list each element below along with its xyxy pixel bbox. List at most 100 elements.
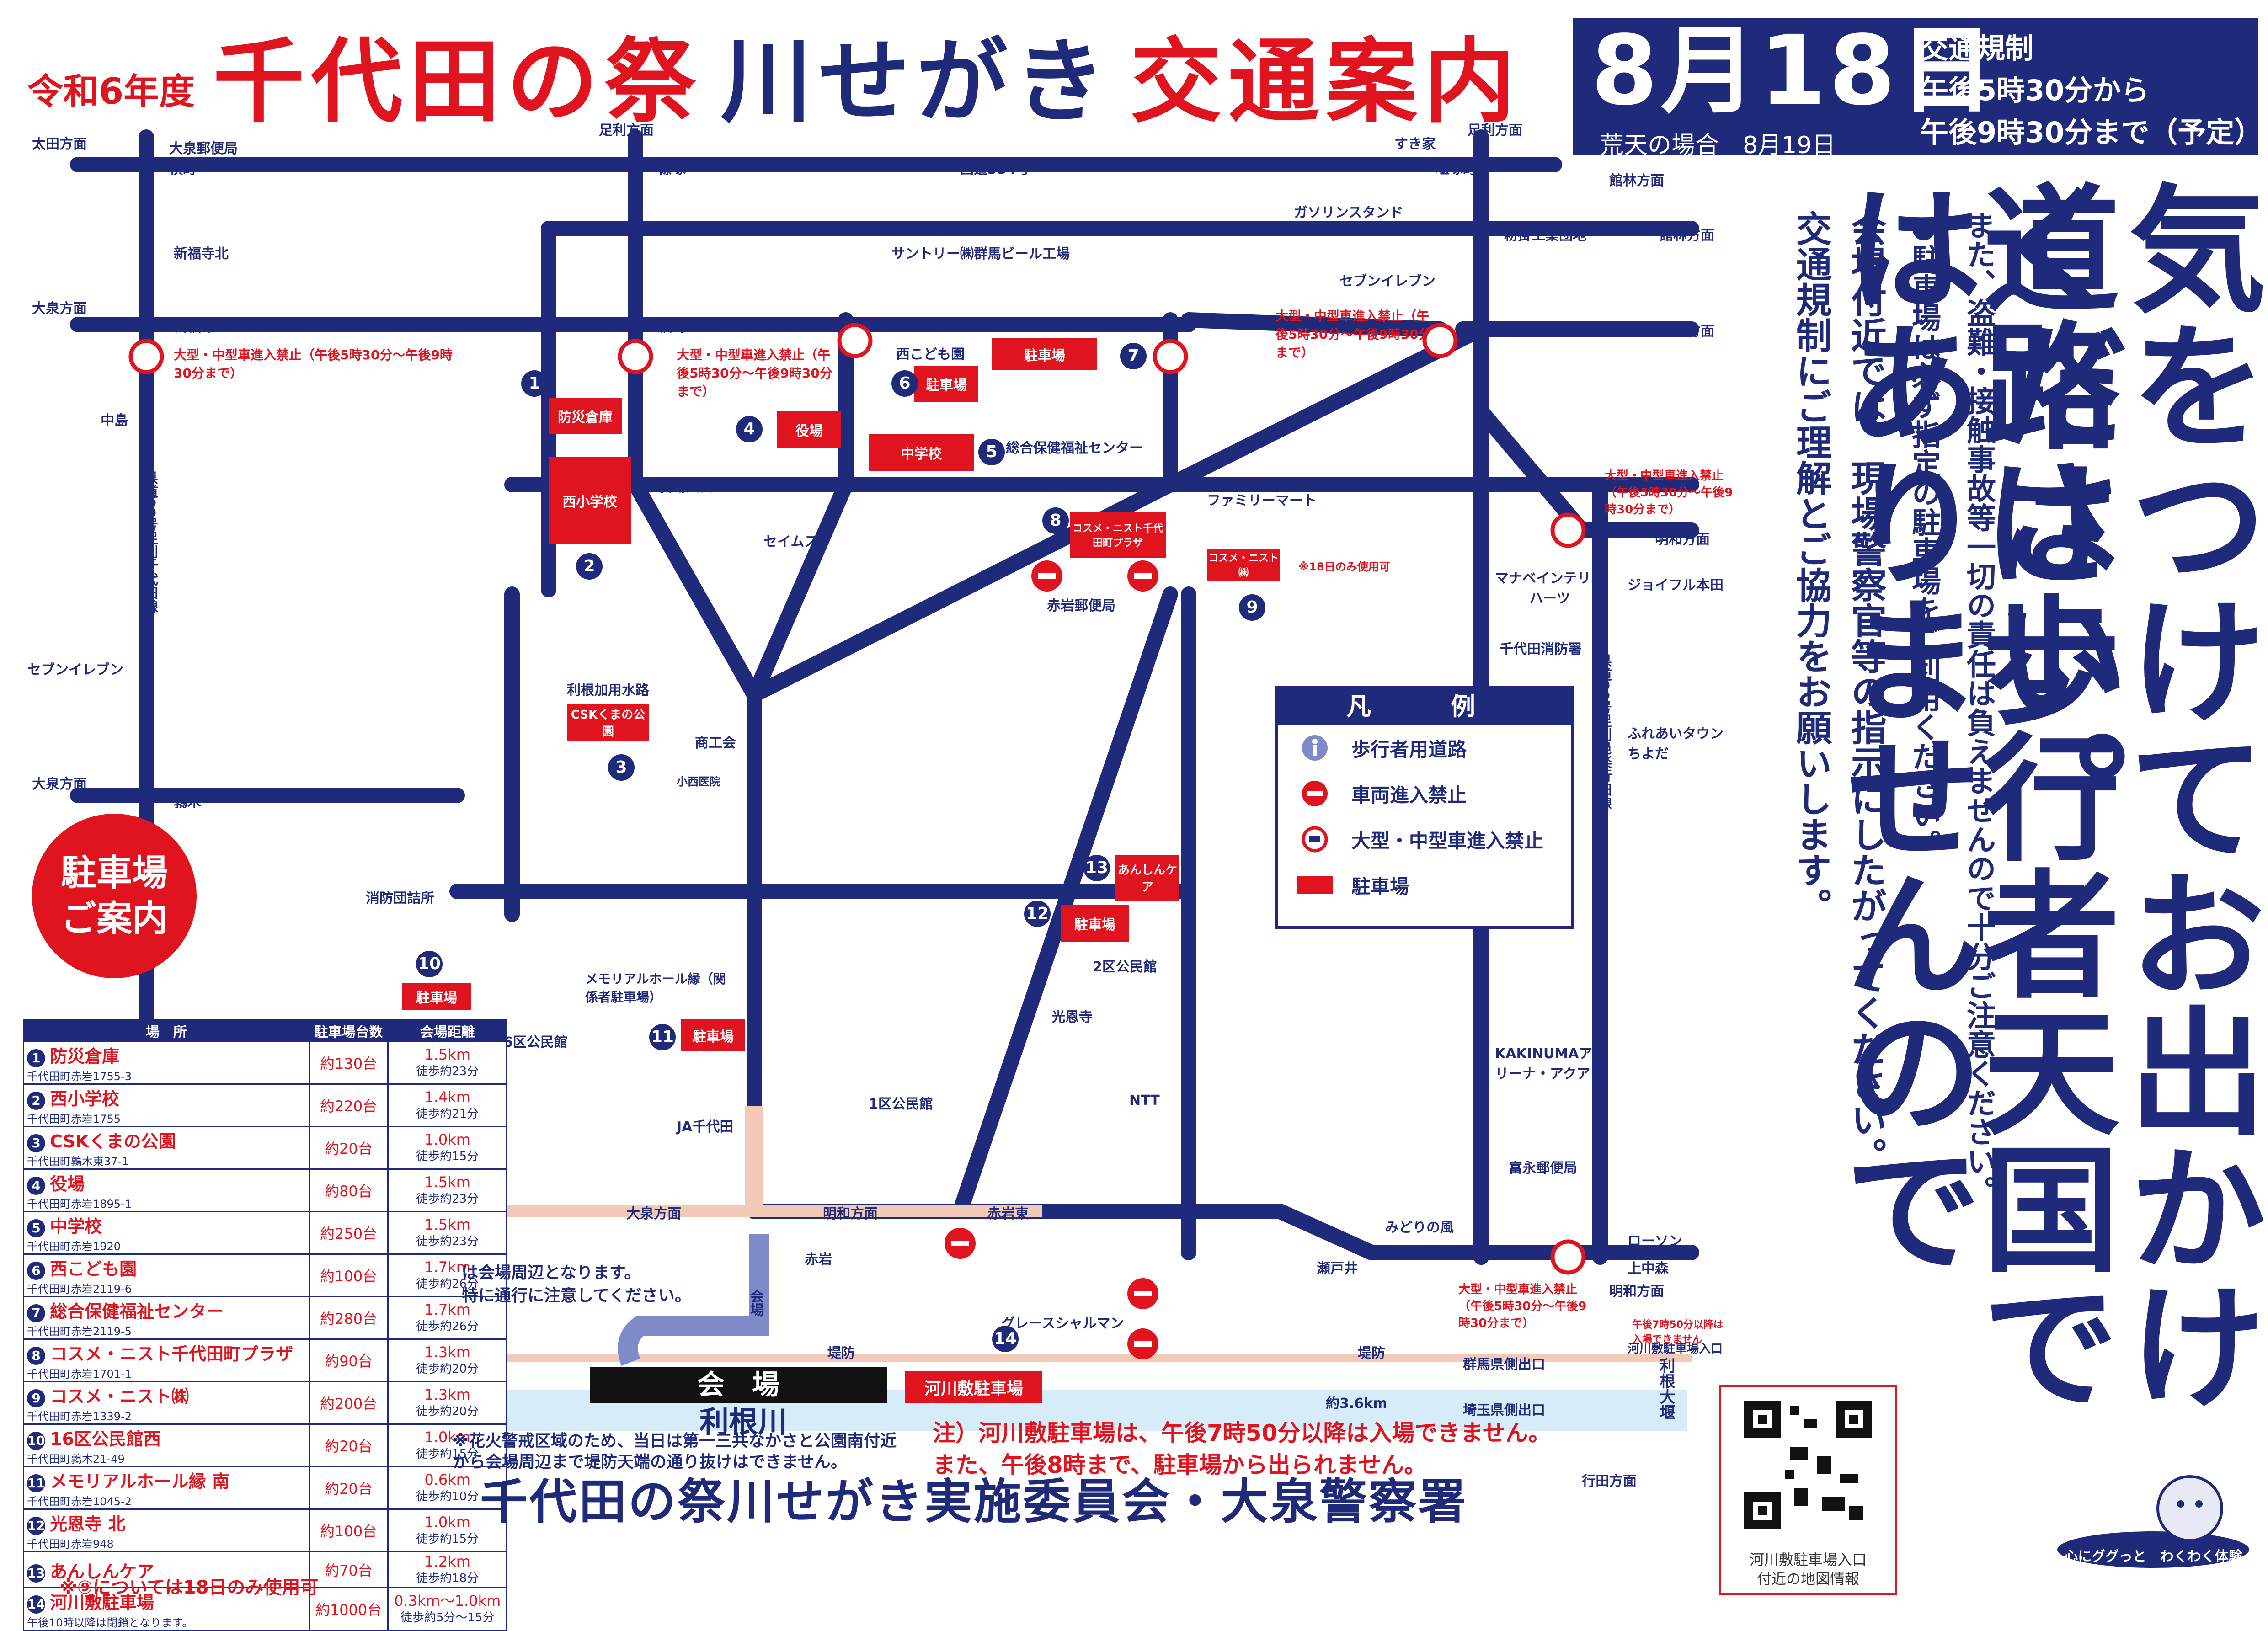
direction-label: 明和方面 [1609, 1284, 1664, 1300]
parking-block-8[interactable]: コスメ・ニスト千代田町プラザ [1070, 512, 1166, 558]
direction-label: 大泉方面 [32, 301, 87, 317]
parking-number: 12 [1024, 901, 1051, 927]
parking-block-13[interactable]: あんしんケア [1115, 855, 1179, 901]
parking-block-4[interactable]: 役場 [777, 411, 841, 448]
parking-capacity: 約20台 [308, 1423, 389, 1467]
parking-capacity: 約80台 [308, 1168, 389, 1212]
title-traffic: 交通案内 [1130, 29, 1522, 135]
parking-number: 2 [576, 553, 603, 580]
parking-block-14[interactable]: 河川敷駐車場 [905, 1371, 1042, 1403]
walk-time: 徒歩約20分 [416, 1362, 479, 1376]
parking-name: CSKくまの公園 [50, 1131, 176, 1151]
parking-block-1[interactable]: 防災倉庫 [549, 398, 622, 434]
legend-item: 車両進入禁止 [1278, 771, 1571, 816]
place-label: ふれあいタウンちよだ [1628, 726, 1724, 762]
place-label: 国道354号 [960, 161, 1030, 177]
row-number: 4 [27, 1177, 45, 1195]
notice-parking: ●駐車場は必ず指定の駐車場をご利用ください。 [1907, 210, 1941, 858]
row-number: 7 [27, 1304, 45, 1322]
kawa-entrance-label: 河川敷駐車場入口 [1628, 1342, 1723, 1356]
direction-label: 大泉方面 [32, 776, 87, 792]
parking-place: 7 総合保健福祉センター千代田町赤岩2119-5 [23, 1296, 310, 1340]
row-number: 3 [27, 1134, 45, 1152]
parking-block-5[interactable]: 中学校 [869, 434, 974, 471]
parking-address: 千代田町赤岩1755-3 [27, 1070, 132, 1083]
restriction-label: 大型・中型車進入禁止（午後5時30分～午後9時30分まで） [677, 347, 832, 399]
venue-label: 会 場 [697, 1369, 779, 1401]
headline-line1: 道路は歩行者天国ではありませんので [1822, 178, 2119, 1412]
legend-label: 歩行者用道路 [1351, 738, 1467, 761]
walk-time: 徒歩約20分 [416, 1404, 479, 1418]
place-label: 西こども園 [896, 346, 965, 362]
place-label: 富永郵便局 [1509, 1160, 1577, 1176]
legend-item: 駐車場 [1278, 862, 1571, 908]
regulation-title: 交通規制 [1920, 32, 2034, 65]
parking-place: 12 光恩寺 北千代田町赤岩948 [23, 1508, 310, 1552]
place-label: KAKINUMAアリーナ・アクア [1495, 1046, 1593, 1082]
parking-name: コスメ・ニスト㈱ [50, 1386, 189, 1407]
headline: 道路は歩行者天国ではありませんので 気をつけてお出かけください。 [1822, 178, 2265, 1458]
place-label: 福島 [658, 319, 686, 335]
parking-block-3[interactable]: CSKくまの公園 [567, 704, 649, 741]
place-label: 利根加用水路 [567, 682, 649, 698]
place-label: 大泉郵便局 [169, 141, 238, 157]
place-label: グレースシャルマン [1001, 1316, 1124, 1332]
parking-place: 10 16区公民館西千代田町鶉木21-49 [23, 1423, 310, 1467]
direction-label: 邑楽方面 [745, 1015, 761, 1070]
parking-place: 3 CSKくまの公園千代田町鶉木東37-1 [23, 1126, 310, 1170]
place-label: サントリー㈱群馬ビール工場 [891, 246, 1070, 262]
place-label: 2区公民館 [1093, 959, 1157, 975]
parking-block-icon [1297, 871, 1333, 899]
parking-number: 1 [521, 370, 548, 397]
parking-block-10[interactable]: 駐車場 [402, 983, 471, 1010]
row-number: 9 [27, 1389, 45, 1407]
parking-block-11[interactable]: 駐車場 [681, 1019, 745, 1051]
parking-name: 役場 [50, 1174, 85, 1194]
parking-capacity: 約220台 [308, 1083, 389, 1127]
parking-number: 5 [978, 439, 1005, 465]
parking-address: 千代田町赤岩1755 [27, 1113, 121, 1125]
parking-number: 3 [608, 754, 635, 781]
parking-name: 16区公民館西 [50, 1429, 161, 1449]
place-label: ジョイフル本田 [1628, 577, 1724, 593]
place-label: 篠塚 [658, 161, 686, 177]
parking-block-12[interactable]: 駐車場 [1061, 905, 1129, 942]
distance-km: 0.3km～1.0km [394, 1592, 501, 1610]
row-number: 14 [27, 1595, 45, 1614]
parking-block-6[interactable]: 駐車場 [914, 366, 978, 402]
date-box: 8月18日 荒天の場合 8月19日 交通規制 午後5時30分から 午後9時30分… [1573, 15, 2263, 159]
qr-caption: 河川敷駐車場入口 付近の地図情報 [1749, 1551, 1867, 1588]
notice-col3: ●駐車場は必ず指定の駐車場をご利用ください。 [1884, 210, 1941, 858]
place-label: ファミリーマート [1207, 493, 1317, 509]
qr-code[interactable]: 河川敷駐車場入口 付近の地図情報 [1719, 1385, 1897, 1595]
parking-capacity: 約100台 [308, 1508, 389, 1552]
walk-time: 徒歩約23分 [416, 1064, 479, 1078]
parking-address: 千代田町鶉木21-49 [27, 1453, 125, 1466]
distance-km: 1.0km [424, 1513, 470, 1531]
walk-time: 徒歩約21分 [416, 1107, 479, 1121]
place-label: 1区公民館 [869, 1096, 933, 1112]
event-date: 8月18日 [1591, 15, 1997, 127]
place-label: ローソン [1628, 1233, 1682, 1249]
parking-place: 11 メモリアルホール縁 南千代田町赤岩1045-2 [23, 1466, 310, 1510]
parking-capacity: 約200台 [308, 1381, 389, 1425]
row-number: 2 [27, 1092, 45, 1110]
place-label: メモリアルホール縁（関係者駐車場） [585, 971, 726, 1005]
kawa-note: 注）河川敷駐車場は、午後7時50分以降は入場できません。 また、午後8時まで、駐… [933, 1420, 1551, 1478]
direction-label: 大泉方面 [626, 1206, 681, 1222]
parking-address: 千代田町赤岩1895-1 [27, 1198, 132, 1210]
parking-block-7[interactable]: 駐車場 [992, 338, 1097, 370]
parking-block-2[interactable]: 西小学校 [549, 457, 631, 544]
parking-block-9[interactable]: コスメ・ニスト㈱ [1207, 549, 1280, 581]
parking-number: 4 [736, 416, 763, 442]
place-label: セブンイレブン [27, 662, 123, 678]
distance-km: 1.2km [424, 1552, 470, 1570]
title-subtitle: 川せがき [720, 29, 1112, 135]
